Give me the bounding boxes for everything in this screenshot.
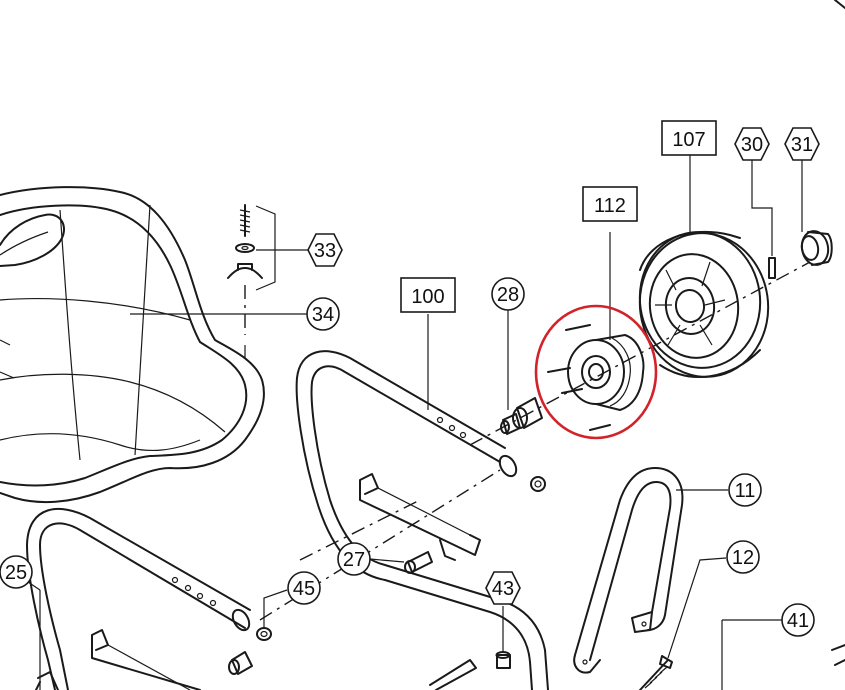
svg-text:27: 27 <box>343 549 365 571</box>
callout-100: 100 <box>400 277 456 313</box>
callout-27: 27 <box>337 542 371 576</box>
svg-text:11: 11 <box>735 480 756 502</box>
svg-text:45: 45 <box>293 578 315 600</box>
callout-12: 12 <box>726 540 760 574</box>
seat-bolt-kit <box>227 204 263 358</box>
wheel-107 <box>638 230 770 378</box>
svg-text:43: 43 <box>492 578 514 600</box>
callout-112: 112 <box>582 186 638 222</box>
rear-frame <box>295 350 549 690</box>
highlight-circle <box>534 304 658 440</box>
bushing-28 <box>500 397 546 492</box>
callout-33: 33 <box>307 233 343 267</box>
seat-part <box>0 186 266 504</box>
callout-25: 25 <box>0 555 33 589</box>
callout-34: 34 <box>306 297 340 331</box>
svg-text:31: 31 <box>791 134 813 156</box>
pin-43 <box>429 651 511 690</box>
svg-text:28: 28 <box>497 284 519 306</box>
svg-text:30: 30 <box>741 134 763 156</box>
handle-bar <box>573 467 684 674</box>
callout-28: 28 <box>491 277 525 311</box>
long-bolt <box>639 655 673 690</box>
callout-43: 43 <box>485 571 521 605</box>
svg-text:107: 107 <box>672 129 705 151</box>
callout-45: 45 <box>287 571 321 605</box>
svg-text:12: 12 <box>732 547 754 569</box>
svg-text:41: 41 <box>787 610 809 632</box>
svg-text:100: 100 <box>411 286 444 308</box>
callout-11: 11 <box>728 473 762 507</box>
callout-31: 31 <box>784 127 820 161</box>
hub-assembly <box>547 324 645 431</box>
hub-cap-31 <box>800 230 833 266</box>
callout-41: 41 <box>781 603 815 637</box>
front-frame <box>26 507 251 690</box>
callout-107: 107 <box>661 120 717 156</box>
callout-30: 30 <box>734 127 770 161</box>
washer-45 <box>228 627 272 675</box>
pin-30 <box>768 257 776 279</box>
svg-text:112: 112 <box>594 195 626 217</box>
svg-text:33: 33 <box>314 240 336 262</box>
spacer-27 <box>404 551 433 574</box>
svg-text:34: 34 <box>312 304 334 326</box>
svg-text:25: 25 <box>5 562 27 584</box>
